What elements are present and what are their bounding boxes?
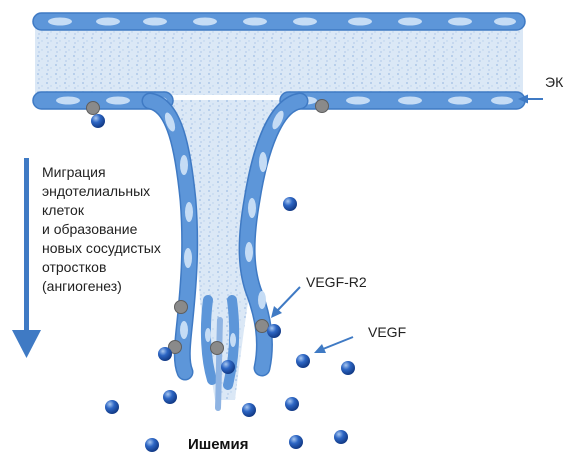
receptor-dot bbox=[175, 301, 188, 314]
endothelial-cell-label: ЭК bbox=[545, 73, 563, 92]
vegf-dot bbox=[91, 114, 105, 128]
vegf-dot bbox=[285, 397, 299, 411]
process-line: клеток bbox=[42, 201, 161, 220]
vegf-dot bbox=[283, 197, 297, 211]
vegf-dot bbox=[145, 438, 159, 452]
vegf-dot bbox=[158, 347, 172, 361]
vegf-dot bbox=[267, 324, 281, 338]
receptor-dot bbox=[316, 100, 329, 113]
vegf-dot bbox=[105, 400, 119, 414]
receptor-dot bbox=[211, 342, 224, 355]
process-line: отростков bbox=[42, 258, 161, 277]
vegf-r2-pointer-arrow bbox=[271, 287, 300, 318]
vegf-pointer-arrow bbox=[314, 337, 353, 353]
vegf-dot bbox=[163, 390, 177, 404]
process-line: Миграция bbox=[42, 163, 161, 182]
process-line: эндотелиальных bbox=[42, 182, 161, 201]
process-line: новых сосудистых bbox=[42, 239, 161, 258]
process-line: (ангиогенез) bbox=[42, 277, 161, 296]
migration-description: Миграция эндотелиальных клеток и образов… bbox=[42, 163, 161, 296]
process-line: и образование bbox=[42, 220, 161, 239]
endothelial-wall-top bbox=[33, 13, 525, 30]
vegf-label: VEGF bbox=[368, 323, 406, 342]
receptor-dot bbox=[256, 320, 269, 333]
vegf-dot bbox=[296, 354, 310, 368]
vegf-r2-label: VEGF-R2 bbox=[306, 273, 367, 292]
vegf-dot bbox=[242, 403, 256, 417]
vegf-dot bbox=[341, 361, 355, 375]
vegf-dot bbox=[221, 360, 235, 374]
migration-arrow bbox=[12, 158, 41, 358]
vegf-dot bbox=[334, 430, 348, 444]
ischemia-label: Ишемия bbox=[188, 435, 249, 454]
vegf-dot bbox=[289, 435, 303, 449]
receptor-dot bbox=[87, 102, 100, 115]
vessel-lumen-texture bbox=[35, 27, 523, 95]
